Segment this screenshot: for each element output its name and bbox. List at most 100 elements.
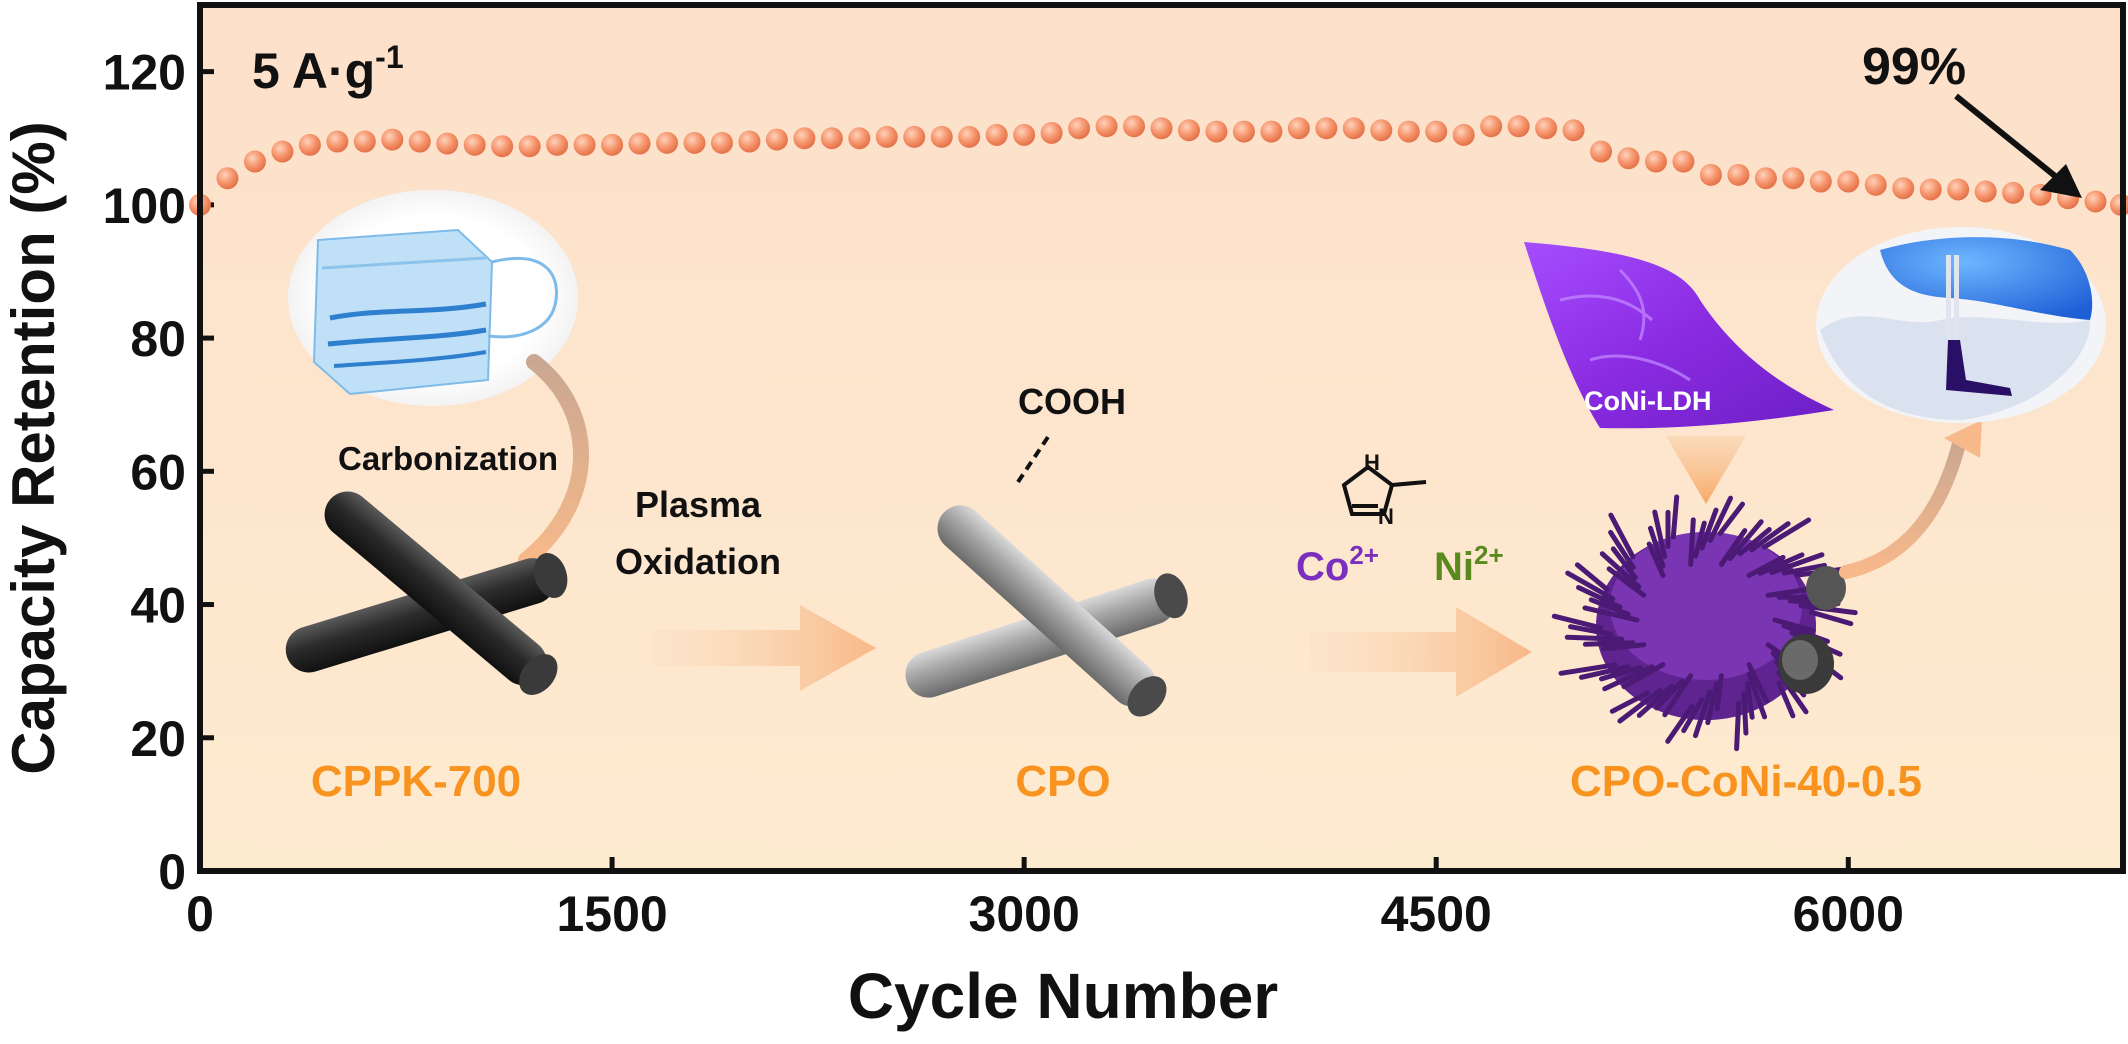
data-point (1343, 117, 1365, 139)
data-point (1672, 151, 1694, 173)
data-point (601, 134, 623, 156)
data-point (1288, 117, 1310, 139)
ldh-label: CoNi-LDH (1584, 386, 1711, 416)
fur-strand (1673, 497, 1676, 537)
data-point (1782, 167, 1804, 189)
data-point (1755, 167, 1777, 189)
data-point (1041, 122, 1063, 144)
x-tick-label: 3000 (969, 886, 1080, 942)
data-point (958, 126, 980, 148)
material2-label: CPO (1015, 757, 1110, 806)
data-point (381, 129, 403, 151)
data-point (271, 141, 293, 163)
data-point (1178, 119, 1200, 141)
data-point (1370, 119, 1392, 141)
data-point (1810, 171, 1832, 193)
data-point (574, 134, 596, 156)
data-point (1151, 117, 1173, 139)
cooh-label: COOH (1018, 381, 1126, 422)
step2-label-line2: Oxidation (615, 541, 781, 582)
data-point (793, 127, 815, 149)
data-point (1837, 171, 1859, 193)
data-point (711, 132, 733, 154)
fur-strand (1744, 693, 1746, 733)
data-point (1508, 115, 1530, 137)
data-point (244, 151, 266, 173)
y-tick-label: 40 (130, 578, 186, 634)
y-tick-label: 100 (103, 178, 186, 234)
data-point (629, 133, 651, 155)
data-point (409, 131, 431, 153)
data-point (1453, 124, 1475, 146)
data-point (1920, 179, 1942, 201)
fur-strand (1585, 643, 1632, 645)
data-point (354, 131, 376, 153)
data-point (1590, 141, 1612, 163)
y-tick-label: 20 (130, 711, 186, 767)
data-point (326, 131, 348, 153)
data-point (821, 127, 843, 149)
data-point (1205, 121, 1227, 143)
data-point (519, 135, 541, 157)
data-point (1260, 121, 1282, 143)
data-point (1480, 115, 1502, 137)
data-point (464, 134, 486, 156)
data-point (1535, 117, 1557, 139)
data-point (1700, 164, 1722, 186)
data-point (738, 131, 760, 153)
material1-label: CPPK-700 (311, 757, 521, 806)
data-point (683, 132, 705, 154)
data-point (1975, 181, 1997, 203)
step2-label-line1: Plasma (635, 484, 762, 525)
fur-strand (1567, 637, 1621, 639)
electrode-photo (1816, 227, 2106, 423)
data-point (766, 129, 788, 151)
data-point (2085, 191, 2107, 213)
data-point (299, 134, 321, 156)
data-point (1425, 121, 1447, 143)
data-point (1068, 117, 1090, 139)
y-tick-label: 60 (130, 444, 186, 500)
data-point (876, 126, 898, 148)
imidazole-n: N (1378, 504, 1394, 529)
data-point (1618, 147, 1640, 169)
data-point (1947, 179, 1969, 201)
data-point (436, 133, 458, 155)
x-tick-label: 0 (186, 886, 214, 942)
data-point (2002, 182, 2024, 204)
data-point (1398, 121, 1420, 143)
step1-label: Carbonization (338, 440, 558, 477)
data-point (216, 167, 238, 189)
data-point (1123, 115, 1145, 137)
data-point (656, 132, 678, 154)
data-point (1645, 151, 1667, 173)
data-point (546, 134, 568, 156)
x-tick-label: 6000 (1793, 886, 1904, 942)
fur-strand (1737, 703, 1739, 749)
y-tick-label: 120 (103, 45, 186, 101)
data-point (1563, 119, 1585, 141)
y-tick-label: 0 (158, 844, 186, 900)
data-point (1096, 115, 1118, 137)
x-axis-title: Cycle Number (848, 960, 1278, 1032)
y-tick-label: 80 (130, 311, 186, 367)
face-mask-illustration (288, 190, 578, 406)
data-point (491, 135, 513, 157)
data-point (1892, 177, 1914, 199)
x-tick-label: 4500 (1381, 886, 1492, 942)
data-point (848, 127, 870, 149)
data-point (903, 126, 925, 148)
data-point (931, 126, 953, 148)
fur-strand (1691, 520, 1694, 565)
imidazole-nh: H (1364, 450, 1380, 475)
material3-label: CPO-CoNi-40-0.5 (1570, 757, 1922, 806)
data-point (1013, 124, 1035, 146)
data-point (1315, 117, 1337, 139)
data-point (1727, 164, 1749, 186)
data-point (1865, 174, 1887, 196)
retention-annotation: 99% (1862, 38, 1966, 96)
data-point (986, 124, 1008, 146)
y-axis-title: Capacity Retention (%) (0, 121, 67, 774)
